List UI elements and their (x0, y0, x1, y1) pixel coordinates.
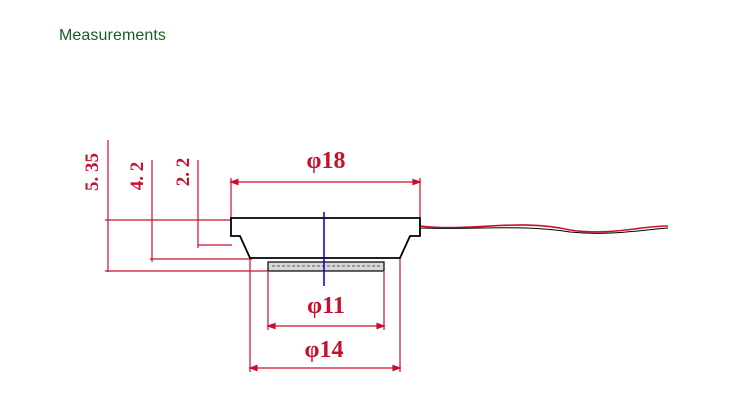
dim-phi11-label: φ11 (307, 293, 345, 319)
part-outline (230, 217, 421, 259)
height-4-2-label: 4. 2 (127, 162, 148, 191)
page-heading: Measurements (59, 27, 167, 44)
height-2-2-label: 2. 2 (173, 158, 194, 187)
membrane (267, 261, 385, 272)
wire-lead-red (419, 224, 669, 233)
dim-phi18-label: φ18 (307, 148, 346, 174)
height-5-35-label: 5. 35 (82, 153, 103, 191)
wire-lead-black (419, 227, 669, 234)
dimension-lines (229, 178, 422, 372)
extension-lines (105, 140, 421, 372)
dim-phi14-label: φ14 (305, 337, 344, 363)
